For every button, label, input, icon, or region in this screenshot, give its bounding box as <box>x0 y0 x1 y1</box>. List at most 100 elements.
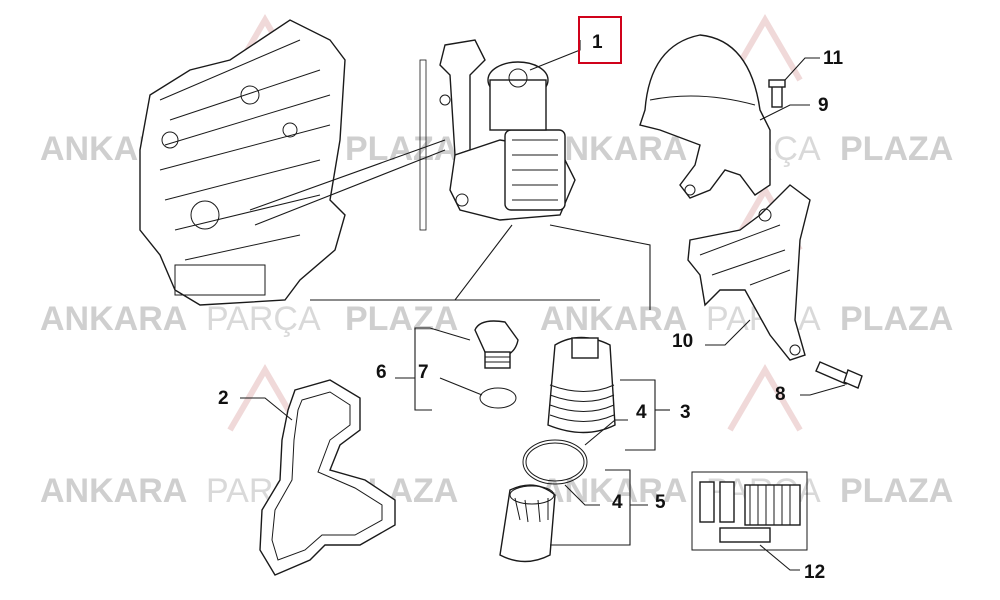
leader-to-components <box>310 224 600 301</box>
kit-cabin-filter <box>719 527 771 543</box>
callout-5: 5 <box>655 492 666 513</box>
watermark-word: ANKARA <box>540 300 687 338</box>
leader-to-part-1 <box>529 40 581 71</box>
watermark-word: ANKARA <box>40 472 187 510</box>
bracket-hole <box>758 208 772 222</box>
housing-filter-cup <box>489 79 547 131</box>
part-5-spin-filter <box>499 469 648 563</box>
callout-2: 2 <box>218 388 229 409</box>
kit-filter-b <box>719 481 735 523</box>
bolt-8-head <box>843 369 863 389</box>
cooler-fins <box>512 139 558 201</box>
watermark-word: PLAZA <box>345 300 458 338</box>
bracket-body <box>687 184 811 361</box>
bolt-shank <box>771 84 783 108</box>
kit-air-filter-pleats <box>749 485 791 525</box>
watermark-word: PLAZA <box>840 130 953 168</box>
leader-10 <box>705 319 751 346</box>
engine-detail-circle <box>240 85 260 105</box>
bolt-8-shank <box>815 361 851 385</box>
callout-1: 1 <box>592 32 603 53</box>
engine-detail-lines <box>159 39 331 261</box>
callout-11: 11 <box>823 48 844 69</box>
part-3-filter-cartridge <box>547 336 670 451</box>
watermark-word: ANKARA <box>540 472 687 510</box>
oil-cap-thread-lines <box>485 356 510 363</box>
gasket-outer <box>259 379 396 576</box>
bracket-ribs <box>699 224 791 286</box>
part-7-o-ring <box>479 387 517 409</box>
part-11-bolt <box>768 57 820 108</box>
leader-11 <box>784 57 820 81</box>
callout-6: 6 <box>376 362 387 383</box>
part-9-heat-shield <box>639 34 810 199</box>
engine-detail-circle <box>190 200 220 230</box>
callout-4-upper: 4 <box>636 402 647 423</box>
spin-filter-grip <box>514 497 549 523</box>
callout-1-highlight-box <box>578 16 622 64</box>
engine-block <box>139 19 446 306</box>
part-12-service-kit <box>691 471 808 571</box>
engine-oil-pan <box>174 264 266 296</box>
cartridge-top <box>571 337 599 359</box>
leader-7 <box>439 377 483 396</box>
leader-2 <box>240 397 293 421</box>
bracket-3 <box>620 379 656 451</box>
watermark-word: PLAZA <box>840 472 953 510</box>
housing-port <box>439 94 451 106</box>
engine-leader-lines <box>249 139 446 226</box>
part-4-seals <box>522 419 628 506</box>
kit-box <box>691 471 808 551</box>
part-6-oil-cap <box>395 320 519 411</box>
leader-4a <box>584 419 628 446</box>
gasket-inner <box>271 391 383 561</box>
watermark-word: PLAZA <box>345 130 458 168</box>
bracket-5 <box>550 469 631 546</box>
engine-outline <box>139 19 346 306</box>
leader-9 <box>759 104 810 121</box>
heat-shield-body <box>639 34 771 199</box>
spin-filter-top <box>509 485 555 505</box>
housing-port <box>455 193 469 207</box>
cartridge-ribs <box>549 384 615 422</box>
callout-8: 8 <box>775 384 786 405</box>
leader-to-bracket <box>549 224 651 310</box>
leader-8 <box>800 384 846 396</box>
heat-shield-hole <box>684 184 696 196</box>
watermark-row-3: ANKARA PARÇA PLAZA ANKARA PARÇA PLAZA <box>40 472 953 510</box>
callout-3: 3 <box>680 402 691 423</box>
callout-12: 12 <box>804 562 825 583</box>
kit-filter-a <box>699 481 715 523</box>
spin-filter-body <box>499 484 556 563</box>
callout-7: 7 <box>418 362 429 383</box>
part-10-bracket <box>687 184 811 361</box>
leader-4b <box>564 484 600 506</box>
kit-air-filter <box>744 484 801 526</box>
housing-cap-center <box>508 68 528 88</box>
oil-cap-thread <box>484 351 511 369</box>
watermark-row-2: ANKARA PARÇA PLAZA ANKARA PARÇA PLAZA <box>40 300 953 338</box>
callout-4-lower: 4 <box>612 492 623 513</box>
part-1-filter-housing <box>419 39 576 231</box>
bracket-6 <box>414 327 471 411</box>
seal-ring-4 <box>522 439 588 485</box>
seal-ring-4-inner <box>525 442 585 482</box>
callout-9: 9 <box>818 95 829 116</box>
watermark-word: PARÇA <box>206 300 321 338</box>
bracket-hole <box>789 344 801 356</box>
watermark-word: PLAZA <box>840 300 953 338</box>
engine-detail-circle <box>282 122 298 138</box>
engine-detail-circle <box>161 131 179 149</box>
part-2-gasket <box>240 379 396 576</box>
callout-labels: 1 2 3 4 4 5 6 7 8 9 10 11 12 <box>218 32 844 583</box>
leader-12 <box>759 544 800 571</box>
logo-mark <box>727 364 803 432</box>
part-8-bolt <box>800 361 863 396</box>
heat-shield-contour <box>649 95 756 106</box>
callout-10: 10 <box>672 331 693 352</box>
watermark-word: ANKARA <box>40 300 187 338</box>
bolt-head <box>768 79 786 88</box>
housing-bracket-line <box>419 59 427 231</box>
